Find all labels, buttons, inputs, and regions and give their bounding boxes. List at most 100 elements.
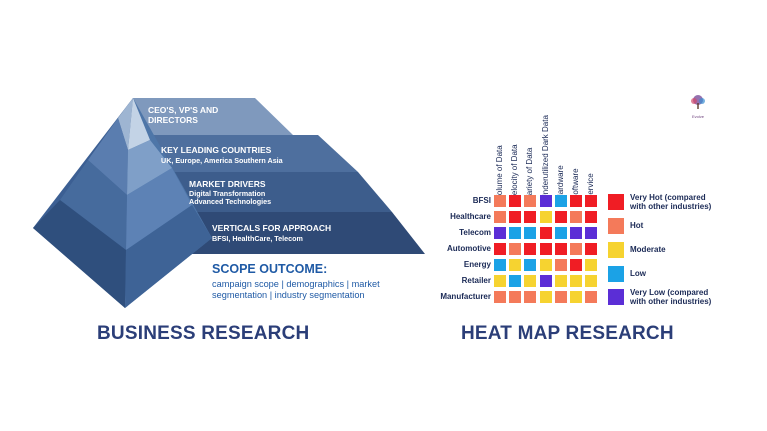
column-label: Velocity of Data bbox=[510, 144, 520, 200]
heatmap-cell bbox=[554, 291, 567, 303]
row-label: Automotive bbox=[447, 244, 491, 253]
legend-swatch-very-hot bbox=[608, 194, 624, 210]
heatmap-cell bbox=[494, 211, 506, 223]
tier-3-subtitle-line2: Advanced Technologies bbox=[189, 197, 272, 206]
pyramid-left-tier-3 bbox=[60, 160, 127, 250]
heatmap-cell bbox=[524, 291, 537, 303]
heatmap-cell bbox=[509, 195, 522, 207]
heatmap-cell bbox=[524, 259, 537, 271]
scope-outcome-text: campaign scope | demographics | market s… bbox=[212, 279, 380, 300]
column-label: Volume of Data bbox=[495, 145, 504, 200]
heatmap-cell bbox=[570, 211, 582, 223]
row-label: Retailer bbox=[461, 276, 491, 285]
heatmap-cell bbox=[554, 211, 567, 223]
legend-label-line1: Low bbox=[630, 269, 646, 278]
pyramid-right-tier-3 bbox=[126, 168, 192, 250]
heatmap-cell bbox=[509, 259, 522, 271]
column-label: Variety of Data bbox=[525, 147, 535, 200]
pyramid-left-tier-4 bbox=[33, 200, 126, 308]
heat-map-research-title: HEAT MAP RESEARCH bbox=[461, 323, 674, 344]
heatmap-cell bbox=[585, 243, 598, 255]
legend-swatch-low bbox=[608, 266, 624, 282]
tier-2-subtitle: UK, Europe, America Southern Asia bbox=[161, 156, 283, 165]
legend-swatch-very-low bbox=[608, 289, 624, 305]
heatmap-cell bbox=[509, 227, 522, 239]
heatmap-cell bbox=[585, 259, 598, 271]
heatmap-cell bbox=[539, 195, 552, 207]
tree-icon bbox=[691, 95, 705, 109]
scope-outcome-title: SCOPE OUTCOME: bbox=[212, 262, 328, 276]
pyramid-band-1 bbox=[118, 98, 293, 135]
legend-label-line2: with other industries) bbox=[630, 297, 712, 306]
heatmap-cell bbox=[554, 259, 567, 271]
pyramid-right-tier-1 bbox=[128, 98, 150, 150]
evolve-logo: Evolve bbox=[688, 94, 708, 119]
tier-1-title-line2: DIRECTORS bbox=[148, 115, 198, 125]
legend-swatch-hot bbox=[608, 218, 624, 234]
heatmap-cell bbox=[494, 227, 506, 239]
tier-3-subtitle: Digital Transformation bbox=[189, 189, 266, 198]
heatmap-cell bbox=[494, 259, 506, 271]
heatmap-cell bbox=[509, 243, 522, 255]
tier-4-subtitle: BFSI, HealthCare, Telecom bbox=[212, 234, 303, 243]
tier-3-title: MARKET DRIVERS bbox=[189, 179, 266, 189]
heatmap-cell bbox=[570, 275, 582, 287]
heatmap-cell bbox=[524, 211, 537, 223]
heatmap-cell bbox=[509, 291, 522, 303]
row-label: Manufacturer bbox=[440, 292, 491, 301]
heatmap-cell bbox=[570, 195, 582, 207]
heatmap-cell bbox=[570, 227, 582, 239]
heatmap-cell bbox=[539, 227, 552, 239]
business-research-title: BUSINESS RESEARCH bbox=[97, 323, 310, 344]
heatmap-cell bbox=[570, 243, 582, 255]
legend-label-line1: Very Low (compared bbox=[630, 288, 709, 297]
heatmap-cell bbox=[539, 243, 552, 255]
heatmap-cell bbox=[570, 291, 582, 303]
row-label: Energy bbox=[463, 260, 491, 269]
heatmap-cell bbox=[554, 243, 567, 255]
row-label: Telecom bbox=[459, 228, 491, 237]
heatmap-cell bbox=[539, 275, 552, 287]
legend-label-line2: with other industries) bbox=[630, 202, 712, 211]
legend-label: Moderate bbox=[630, 245, 740, 254]
legend-label: Hot bbox=[630, 221, 740, 230]
legend-label-line1: Hot bbox=[630, 221, 644, 230]
heatmap-cell bbox=[554, 227, 567, 239]
heatmap-cell bbox=[524, 195, 537, 207]
heatmap-cell bbox=[524, 243, 537, 255]
row-label: Healthcare bbox=[450, 212, 491, 221]
legend-swatch-moderate bbox=[608, 242, 624, 258]
heatmap-cell bbox=[554, 195, 567, 207]
heatmap-cell bbox=[585, 227, 598, 239]
legend-label-line1: Moderate bbox=[630, 245, 666, 254]
heatmap-cell bbox=[585, 291, 598, 303]
heatmap-cell bbox=[494, 195, 506, 207]
heatmap-cell bbox=[585, 195, 598, 207]
heatmap-cell bbox=[494, 291, 506, 303]
row-label: BFSI bbox=[472, 196, 491, 205]
logo-text: Evolve bbox=[691, 114, 704, 119]
heatmap-cell bbox=[539, 211, 552, 223]
heatmap-cell bbox=[585, 211, 598, 223]
heatmap-cell bbox=[539, 291, 552, 303]
heatmap-cell bbox=[570, 259, 582, 271]
legend-label-line1: Very Hot (compared bbox=[630, 193, 706, 202]
pyramid-left-tier-2 bbox=[88, 118, 128, 195]
heatmap-cell bbox=[494, 243, 506, 255]
tier-2-title: KEY LEADING COUNTRIES bbox=[161, 145, 272, 155]
pyramid-right-tier-4 bbox=[125, 205, 212, 308]
heatmap-cell bbox=[554, 275, 567, 287]
column-label: Underutilized Dark Data bbox=[540, 115, 550, 200]
heatmap-cell bbox=[539, 259, 552, 271]
heatmap-cell bbox=[509, 275, 522, 287]
tier-1-title: CEO'S, VP'S AND bbox=[148, 105, 219, 115]
tier-4-title: VERTICALS FOR APPROACH bbox=[212, 223, 332, 233]
heatmap-cell bbox=[509, 211, 522, 223]
heatmap-cell bbox=[585, 275, 598, 287]
heatmap-cell bbox=[494, 275, 506, 287]
legend-label: Low bbox=[630, 269, 740, 278]
pyramid-right-tier-2 bbox=[127, 140, 172, 195]
